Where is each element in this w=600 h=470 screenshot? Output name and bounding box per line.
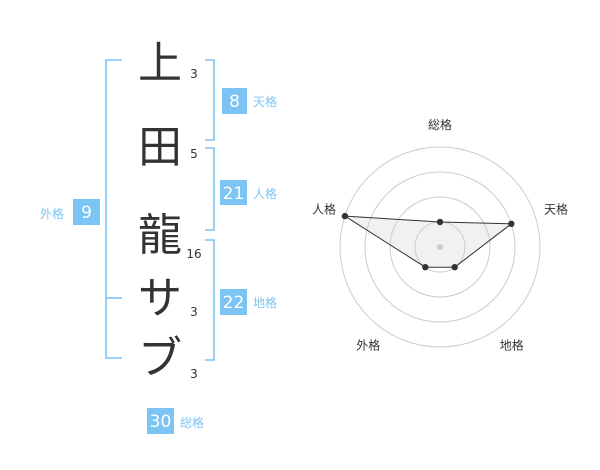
name-char-1: 上 (138, 38, 182, 89)
radar-axis-label-4: 外格 (356, 338, 380, 353)
radar-point-3 (451, 264, 458, 271)
jin-bracket (205, 147, 215, 231)
gai-kaku-box (73, 199, 100, 225)
radar-ring-4 (339, 146, 541, 348)
stroke-count-3: 16 (186, 247, 201, 261)
ten-bracket (205, 59, 215, 141)
sou-kaku-badge: 30 総格 (147, 408, 204, 434)
radar-axis-label-1: 総格 (428, 117, 452, 132)
sou-kaku-value: 30 (150, 412, 172, 432)
sou-kaku-box (147, 408, 174, 434)
stroke-counts: 3 5 16 3 3 (186, 67, 201, 381)
jin-kaku-box (220, 180, 247, 205)
gai-kaku-label: 外格 (40, 206, 64, 221)
radar-ring-2 (389, 196, 491, 298)
jin-kaku-value: 21 (223, 184, 245, 204)
radar-center (437, 244, 443, 250)
ten-kaku-box (222, 88, 247, 114)
radar-polygon (344, 215, 513, 268)
stroke-count-2: 5 (190, 147, 198, 161)
stroke-count-5: 3 (190, 367, 198, 381)
outer-bracket (105, 59, 122, 359)
jin-kaku-badge: 21 人格 (220, 180, 277, 205)
name-char-4: サ (138, 273, 182, 324)
jin-kaku-label: 人格 (253, 186, 277, 201)
chi-kaku-box (220, 289, 247, 315)
chi-kaku-value: 22 (223, 293, 245, 313)
name-characters: 上 田 龍 サ ブ (138, 38, 182, 384)
sou-kaku-label: 総格 (180, 415, 204, 430)
ten-kaku-badge: 8 天格 (222, 88, 277, 114)
radar-ring-3 (364, 171, 516, 323)
gai-kaku-badge: 外格 9 (40, 199, 100, 225)
radar-axis-label-5: 人格 (312, 201, 336, 216)
ten-kaku-label: 天格 (253, 94, 277, 109)
stroke-count-1: 3 (190, 67, 198, 81)
radar-point-4 (422, 264, 429, 271)
radar-point-1 (436, 218, 444, 226)
chi-bracket (205, 239, 215, 361)
radar-axis-label-2: 天格 (544, 201, 568, 216)
chi-kaku-label: 地格 (253, 295, 277, 310)
ten-kaku-value: 8 (229, 92, 240, 112)
radar-point-5 (341, 212, 349, 220)
kaku-brackets (105, 59, 215, 361)
chi-kaku-badge: 22 地格 (220, 289, 277, 315)
name-char-3: 龍 (138, 210, 182, 261)
radar-axis-label-3: 地格 (500, 338, 524, 353)
radar-point-2 (508, 220, 515, 227)
stroke-count-4: 3 (190, 305, 198, 319)
name-char-5: ブ (138, 333, 182, 384)
gai-kaku-value: 9 (81, 203, 92, 223)
name-char-2: 田 (138, 122, 182, 173)
